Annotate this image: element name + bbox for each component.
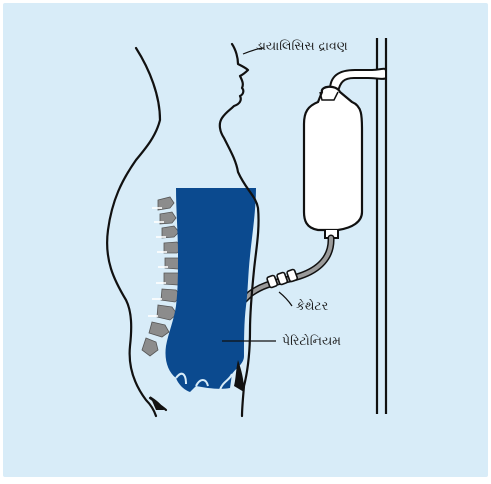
dialysate-label: ડાયાલિસિસ દ્રાવણ: [256, 38, 348, 54]
peritoneum-region: [165, 188, 256, 392]
peritoneum-label: પેરિટોનિયમ: [282, 333, 341, 349]
catheter-leader: [279, 292, 292, 306]
iv-pole: [377, 38, 386, 414]
catheter-label: કેથેટર: [296, 298, 328, 314]
dialysis-bag: [304, 87, 362, 230]
catheter-clamp: [267, 269, 298, 288]
